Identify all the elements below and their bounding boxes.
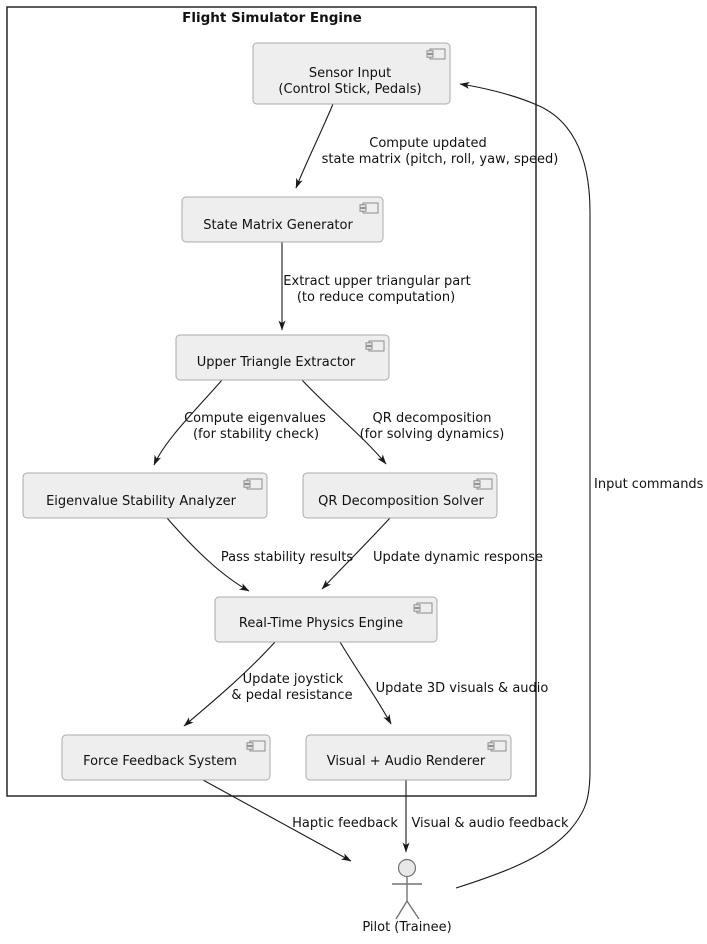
edge-label: state matrix (pitch, roll, yaw, speed) bbox=[322, 152, 559, 167]
edge-upper-to-qr bbox=[301, 379, 387, 465]
component-force-feedback-system: Force Feedback System bbox=[61, 734, 271, 781]
edge-label: Update 3D visuals & audio bbox=[376, 681, 549, 696]
component-label: State Matrix Generator bbox=[203, 218, 353, 233]
edge-label: Input commands bbox=[594, 477, 704, 492]
actor-label: Pilot (Trainee) bbox=[362, 920, 451, 935]
edge-physics-to-visual bbox=[339, 641, 392, 725]
edge-label: (for solving dynamics) bbox=[360, 427, 505, 442]
component-box bbox=[252, 42, 451, 105]
component-icon bbox=[413, 602, 433, 614]
component-box bbox=[214, 596, 438, 643]
component-icon bbox=[487, 740, 507, 752]
edge-label: Visual & audio feedback bbox=[411, 816, 569, 831]
component-real-time-physics-engine: Real-Time Physics Engine bbox=[214, 596, 438, 643]
component-box bbox=[175, 334, 390, 381]
edge-pilot-to-sensor bbox=[455, 81, 591, 889]
component-state-matrix-generator: State Matrix Generator bbox=[181, 196, 384, 243]
edges: Compute updated state matrix (pitch, rol… bbox=[153, 81, 704, 889]
edge-force-to-pilot bbox=[202, 779, 352, 862]
component-label: Sensor Input bbox=[309, 66, 391, 81]
component-label: Real-Time Physics Engine bbox=[239, 616, 403, 631]
component-icon bbox=[243, 478, 263, 490]
component-box bbox=[181, 196, 384, 243]
component-label: Force Feedback System bbox=[83, 754, 237, 769]
edge-label: Haptic feedback bbox=[292, 816, 398, 831]
component-label: Eigenvalue Stability Analyzer bbox=[46, 494, 237, 509]
component-icon bbox=[473, 478, 493, 490]
edge-label: Pass stability results bbox=[221, 550, 354, 565]
actor-head bbox=[397, 858, 417, 878]
edge-sensor-to-state bbox=[295, 103, 334, 189]
edge-label: Extract upper triangular part bbox=[283, 274, 470, 289]
component-box bbox=[61, 734, 271, 781]
actor-pilot: Pilot (Trainee) bbox=[362, 858, 452, 935]
component-sensor-input: Sensor Input (Control Stick, Pedals) bbox=[252, 42, 451, 105]
component-label: Visual + Audio Renderer bbox=[327, 754, 486, 769]
component-icon bbox=[426, 48, 446, 60]
package-title: Flight Simulator Engine bbox=[182, 10, 362, 26]
package-frame bbox=[6, 6, 537, 797]
component-upper-triangle-extractor: Upper Triangle Extractor bbox=[175, 334, 390, 381]
edge-label: Compute eigenvalues bbox=[184, 411, 326, 426]
component-icon bbox=[359, 202, 379, 214]
component-label: QR Decomposition Solver bbox=[318, 494, 484, 509]
edge-upper-to-eigen bbox=[153, 379, 223, 466]
edge-label: (to reduce computation) bbox=[297, 290, 455, 305]
edge-label: QR decomposition bbox=[373, 411, 492, 426]
edge-label: Update dynamic response bbox=[373, 550, 543, 565]
edge-physics-to-force bbox=[183, 641, 276, 727]
edge-qr-to-physics bbox=[321, 517, 391, 590]
edge-label: Update joystick bbox=[243, 672, 344, 687]
component-visual-audio-renderer: Visual + Audio Renderer bbox=[305, 734, 512, 781]
actor-legs bbox=[395, 899, 420, 920]
component-box bbox=[22, 472, 268, 519]
component-box bbox=[305, 734, 512, 781]
edge-label: (for stability check) bbox=[193, 427, 319, 442]
component-box bbox=[302, 472, 498, 519]
component-icon bbox=[365, 340, 385, 352]
edge-eigen-to-physics bbox=[166, 517, 250, 592]
edge-label: & pedal resistance bbox=[231, 688, 352, 703]
component-qr-decomposition-solver: QR Decomposition Solver bbox=[302, 472, 498, 519]
component-label: (Control Stick, Pedals) bbox=[278, 82, 421, 97]
component-icon bbox=[246, 740, 266, 752]
component-label: Upper Triangle Extractor bbox=[197, 355, 356, 370]
edge-label: Compute updated bbox=[369, 136, 486, 151]
component-eigenvalue-stability-analyzer: Eigenvalue Stability Analyzer bbox=[22, 472, 268, 519]
